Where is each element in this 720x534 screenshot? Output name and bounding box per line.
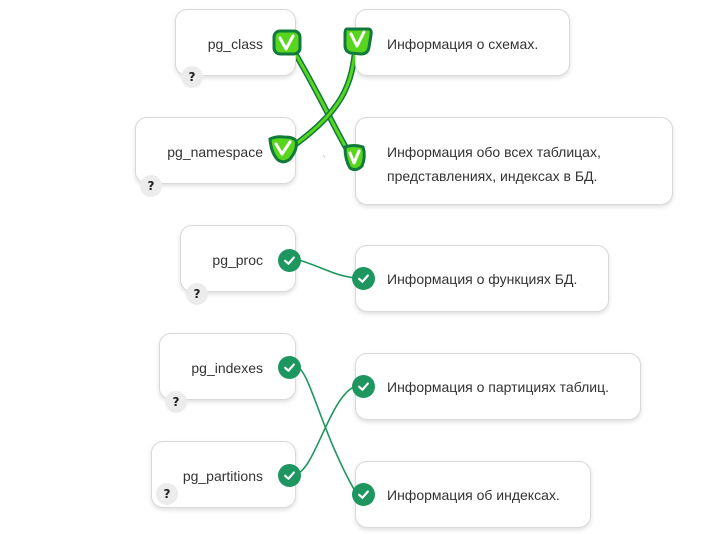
check-icon[interactable] — [352, 375, 375, 398]
help-icon[interactable]: ? — [186, 283, 208, 305]
right-card-text: Информация обо всех таблицах, представле… — [387, 144, 601, 184]
right-card-text: Информация об индексах. — [387, 487, 560, 503]
connector-pg_partitions — [295, 385, 357, 475]
help-icon[interactable]: ? — [140, 175, 162, 197]
left-card-pg_class[interactable]: pg_class ? — [175, 9, 296, 88]
v-mark-icon — [343, 144, 366, 172]
connector-pg_indexes — [295, 365, 357, 494]
left-card-pg_partitions[interactable]: pg_partitions ? — [151, 441, 301, 508]
check-icon[interactable] — [278, 249, 301, 272]
left-card-pg_namespace[interactable]: pg_namespace ? — [135, 117, 296, 197]
left-card-label: pg_partitions — [182, 468, 263, 484]
right-card-indexes[interactable]: Информация об индексах. — [352, 461, 591, 528]
left-card-pg_proc[interactable]: pg_proc ? — [180, 225, 301, 305]
handwritten-stroke — [283, 40, 358, 154]
left-card-pg_indexes[interactable]: pg_indexes ? — [159, 333, 301, 413]
connector-pg_proc — [295, 258, 357, 279]
right-card-functions[interactable]: Информация о функциях БД. — [352, 245, 609, 312]
v-mark-icon — [272, 29, 302, 56]
help-icon[interactable]: ? — [181, 66, 203, 88]
left-card-label: pg_namespace — [167, 144, 263, 160]
check-icon[interactable] — [352, 267, 375, 290]
right-card-text: Информация о партициях таблиц. — [387, 379, 609, 395]
right-card-partitions[interactable]: Информация о партициях таблиц. — [352, 353, 641, 420]
right-card-text: Информация о схемах. — [387, 36, 539, 52]
help-icon[interactable]: ? — [165, 391, 187, 413]
v-mark-icon — [268, 135, 298, 164]
v-mark-icon — [343, 27, 373, 56]
help-icon[interactable]: ? — [156, 483, 178, 505]
check-icon[interactable] — [278, 464, 301, 487]
right-card-tables[interactable]: Информация обо всех таблицах, представле… — [355, 117, 673, 205]
left-card-label: pg_class — [207, 36, 263, 52]
left-card-label: pg_indexes — [191, 360, 263, 376]
left-card-label: pg_proc — [212, 252, 263, 268]
check-icon[interactable] — [352, 483, 375, 506]
check-icon[interactable] — [278, 356, 301, 379]
right-card-schemas[interactable]: Информация о схемах. — [355, 9, 570, 76]
right-card-text: Информация о функциях БД. — [387, 271, 578, 287]
